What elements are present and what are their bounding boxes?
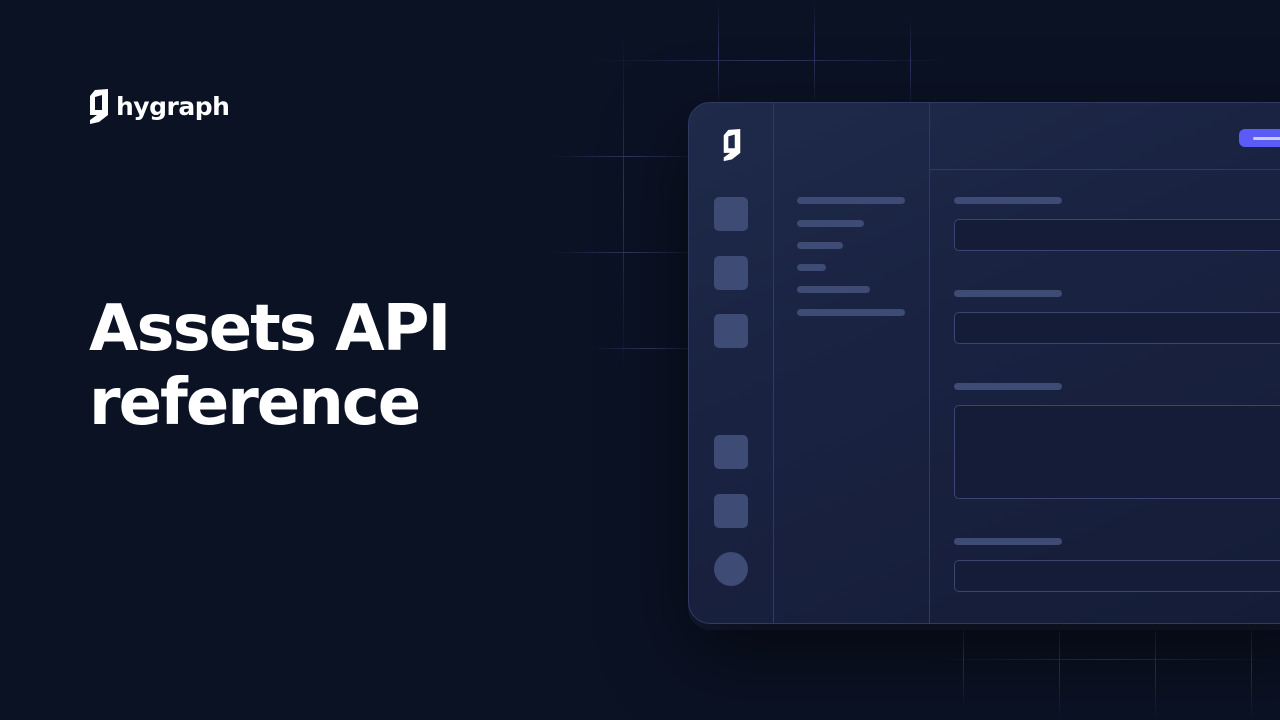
sidebar-item-placeholder[interactable]	[797, 286, 870, 293]
app-nav-rail	[689, 103, 774, 623]
primary-action-button[interactable]	[1239, 129, 1280, 147]
brand-name: hygraph	[116, 91, 230, 121]
page-title: Assets API reference	[89, 292, 609, 440]
sidebar-item-placeholder[interactable]	[797, 242, 843, 249]
rail-nav-button[interactable]	[714, 256, 748, 290]
text-field[interactable]	[954, 219, 1280, 251]
sidebar-item-placeholder[interactable]	[797, 220, 864, 227]
field-label-placeholder	[954, 197, 1062, 204]
sidebar-item-placeholder[interactable]	[797, 197, 905, 204]
app-sidebar	[774, 103, 930, 623]
textarea-field[interactable]	[954, 405, 1280, 499]
page-title-line-2: reference	[89, 366, 421, 440]
hygraph-logo-icon	[723, 129, 741, 162]
sidebar-item-placeholder[interactable]	[797, 309, 905, 316]
field-label-placeholder	[954, 383, 1062, 390]
text-field[interactable]	[954, 560, 1280, 592]
sidebar-item-placeholder[interactable]	[797, 264, 826, 271]
field-label-placeholder	[954, 538, 1062, 545]
rail-nav-button[interactable]	[714, 435, 748, 469]
avatar[interactable]	[714, 552, 748, 586]
hygraph-logo-icon	[90, 88, 108, 124]
rail-nav-button[interactable]	[714, 197, 748, 231]
app-window-mockup	[688, 102, 1280, 624]
app-main-panel	[930, 103, 1280, 623]
page-title-line-1: Assets API	[89, 292, 451, 366]
rail-nav-button[interactable]	[714, 494, 748, 528]
brand-logo[interactable]: hygraph	[89, 88, 230, 126]
rail-nav-button[interactable]	[714, 314, 748, 348]
field-label-placeholder	[954, 290, 1062, 297]
app-header	[930, 103, 1280, 170]
text-field[interactable]	[954, 312, 1280, 344]
